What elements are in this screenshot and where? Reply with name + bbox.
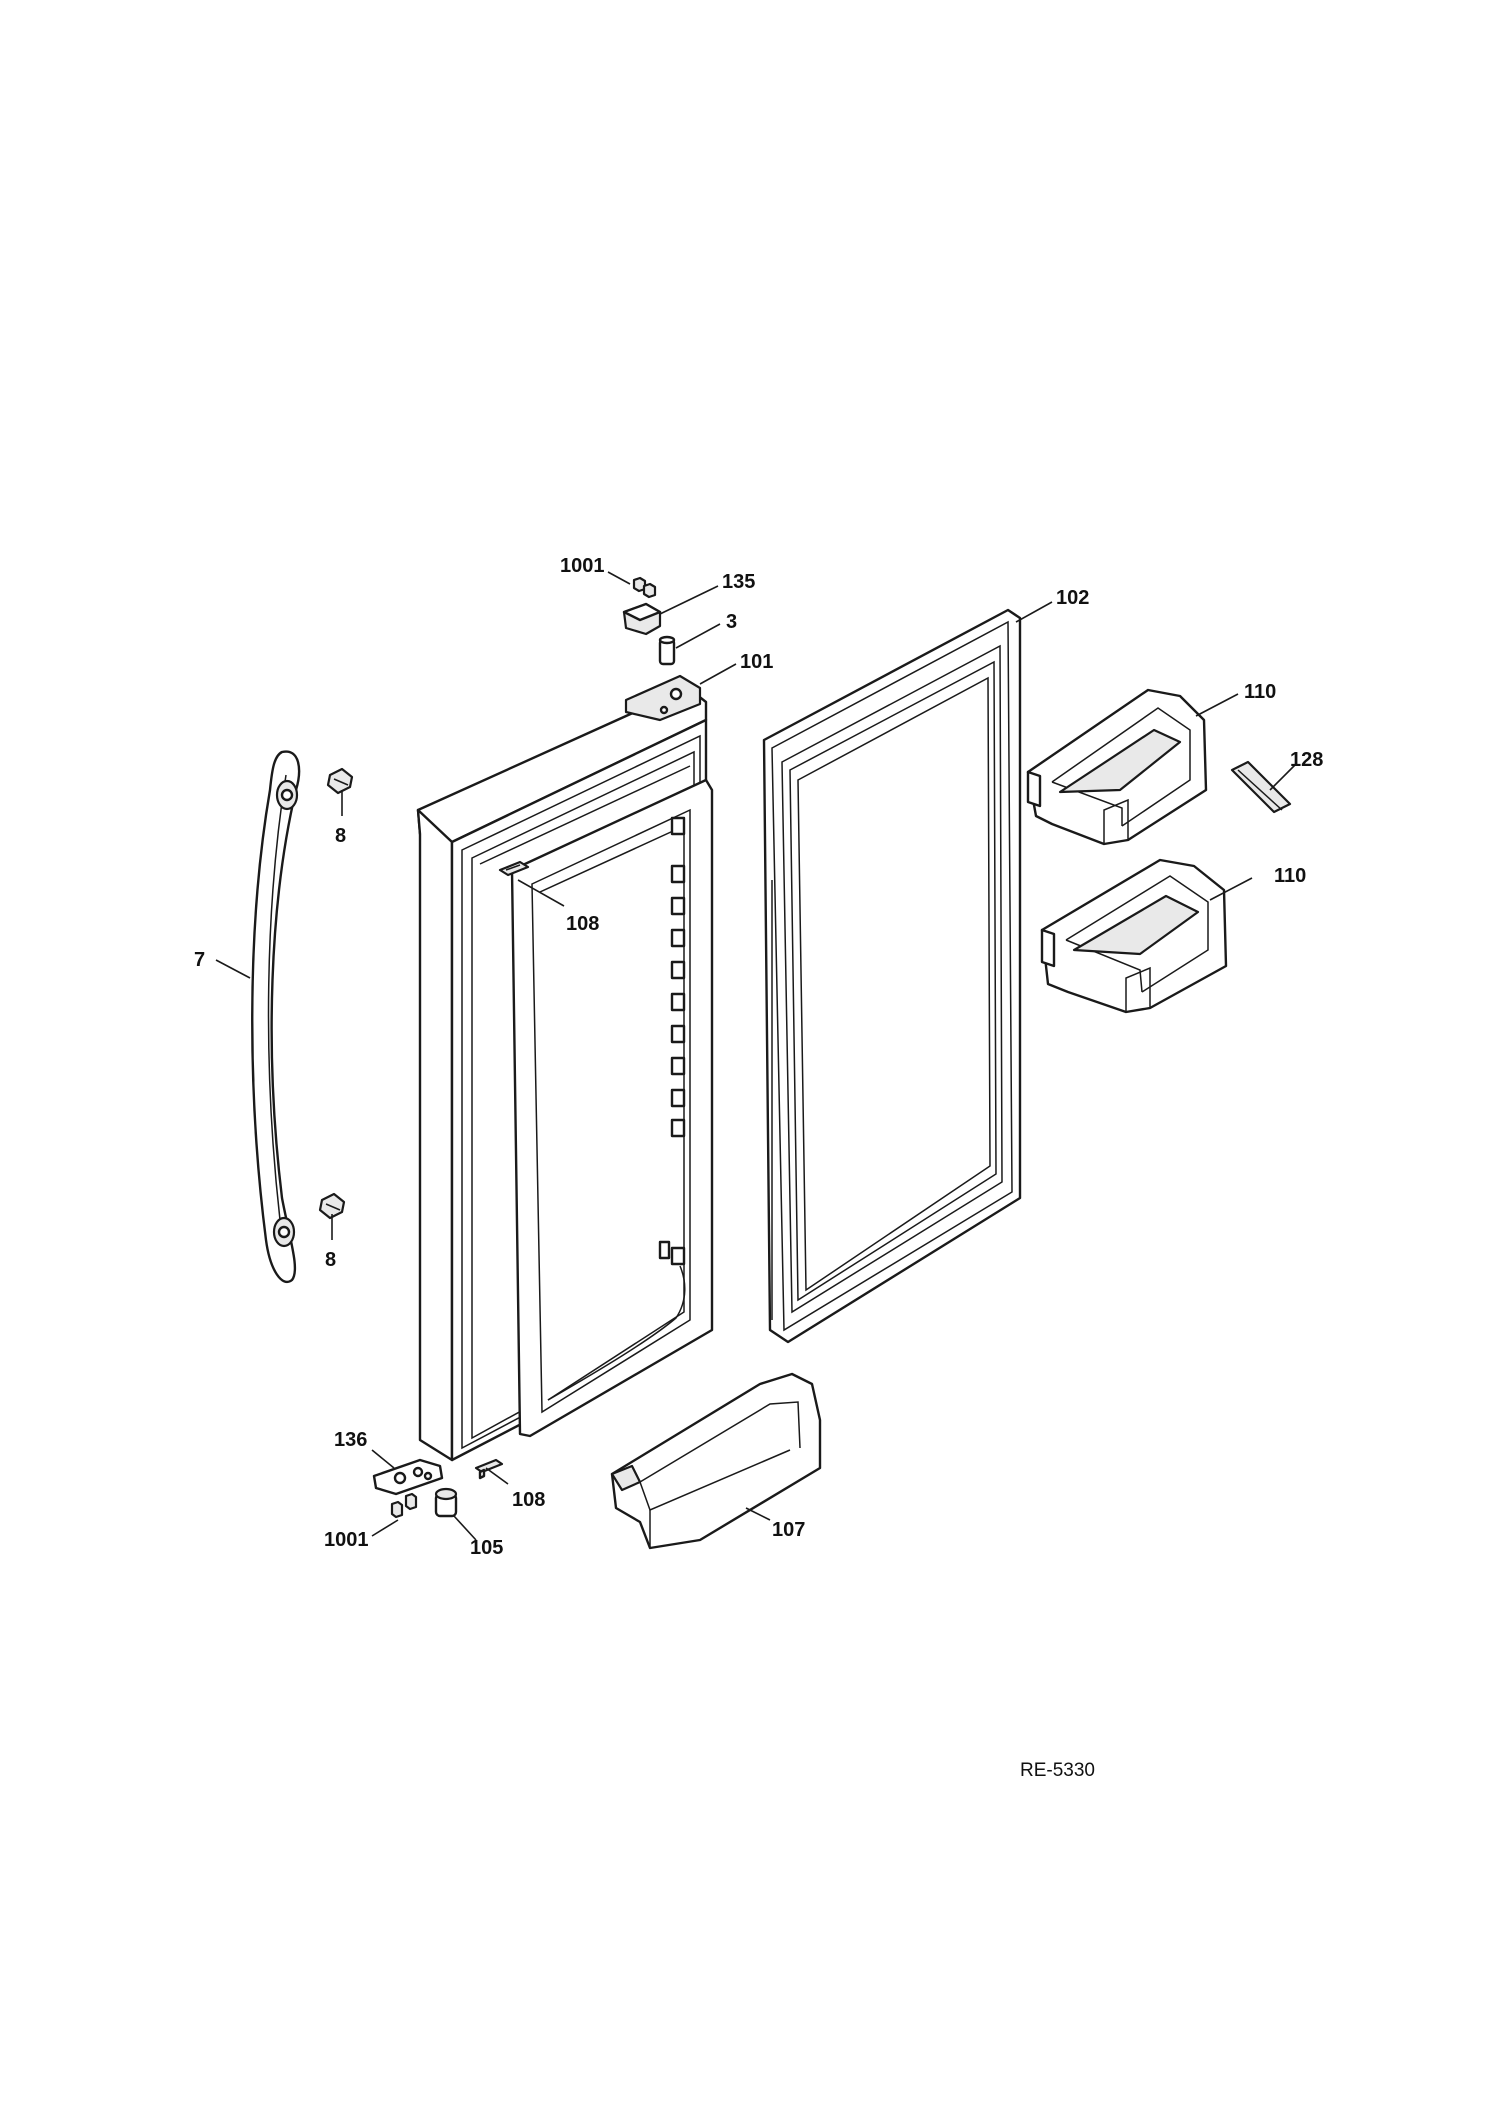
callout-108-upper: 108 (566, 913, 599, 935)
door-liner-ribs (658, 816, 686, 1266)
hinge-bushing-part (658, 635, 676, 666)
leader-lines (215, 571, 1297, 1541)
callout-105: 105 (470, 1537, 503, 1559)
bottom-hinge-screws-part (390, 1492, 418, 1519)
door-panel-part (416, 674, 714, 1462)
callout-8-top: 8 (335, 825, 346, 847)
top-hinge-part (622, 602, 662, 636)
callout-136: 136 (334, 1429, 367, 1451)
bin-clip-part (1230, 760, 1292, 814)
callout-3: 3 (726, 611, 737, 633)
door-bin-upper-part (1026, 688, 1208, 846)
handle-stud-bottom-part (318, 1192, 346, 1220)
callout-110-upper: 110 (1244, 681, 1276, 703)
callout-8-bottom: 8 (325, 1249, 336, 1271)
door-handle-part (251, 750, 301, 1283)
callout-107: 107 (772, 1519, 805, 1541)
drawing-reference-id: RE-5330 (1020, 1760, 1095, 1781)
bottom-hinge-plate-part (372, 1458, 444, 1496)
callout-101: 101 (740, 651, 773, 673)
callout-7: 7 (194, 949, 205, 971)
callout-1001-bottom: 1001 (324, 1529, 369, 1551)
door-stop-lower-part (474, 1458, 504, 1480)
callout-108-lower: 108 (512, 1489, 545, 1511)
callout-102: 102 (1056, 587, 1089, 609)
callout-1001-top: 1001 (560, 555, 605, 577)
handle-stud-top-part (326, 767, 354, 795)
callout-110-lower: 110 (1274, 865, 1306, 887)
door-gasket-part (762, 608, 1022, 1344)
bottom-hinge-pin-part (434, 1487, 458, 1518)
callout-labels: 1001 135 3 101 102 110 128 110 8 7 108 8… (194, 555, 1323, 1559)
door-stop-upper-part (498, 860, 530, 877)
callout-135: 135 (722, 571, 755, 593)
door-bin-lower-part (1040, 858, 1228, 1014)
top-hinge-screws-part (632, 576, 657, 599)
callout-128: 128 (1290, 749, 1323, 771)
bottom-door-bin-part (610, 1372, 822, 1550)
